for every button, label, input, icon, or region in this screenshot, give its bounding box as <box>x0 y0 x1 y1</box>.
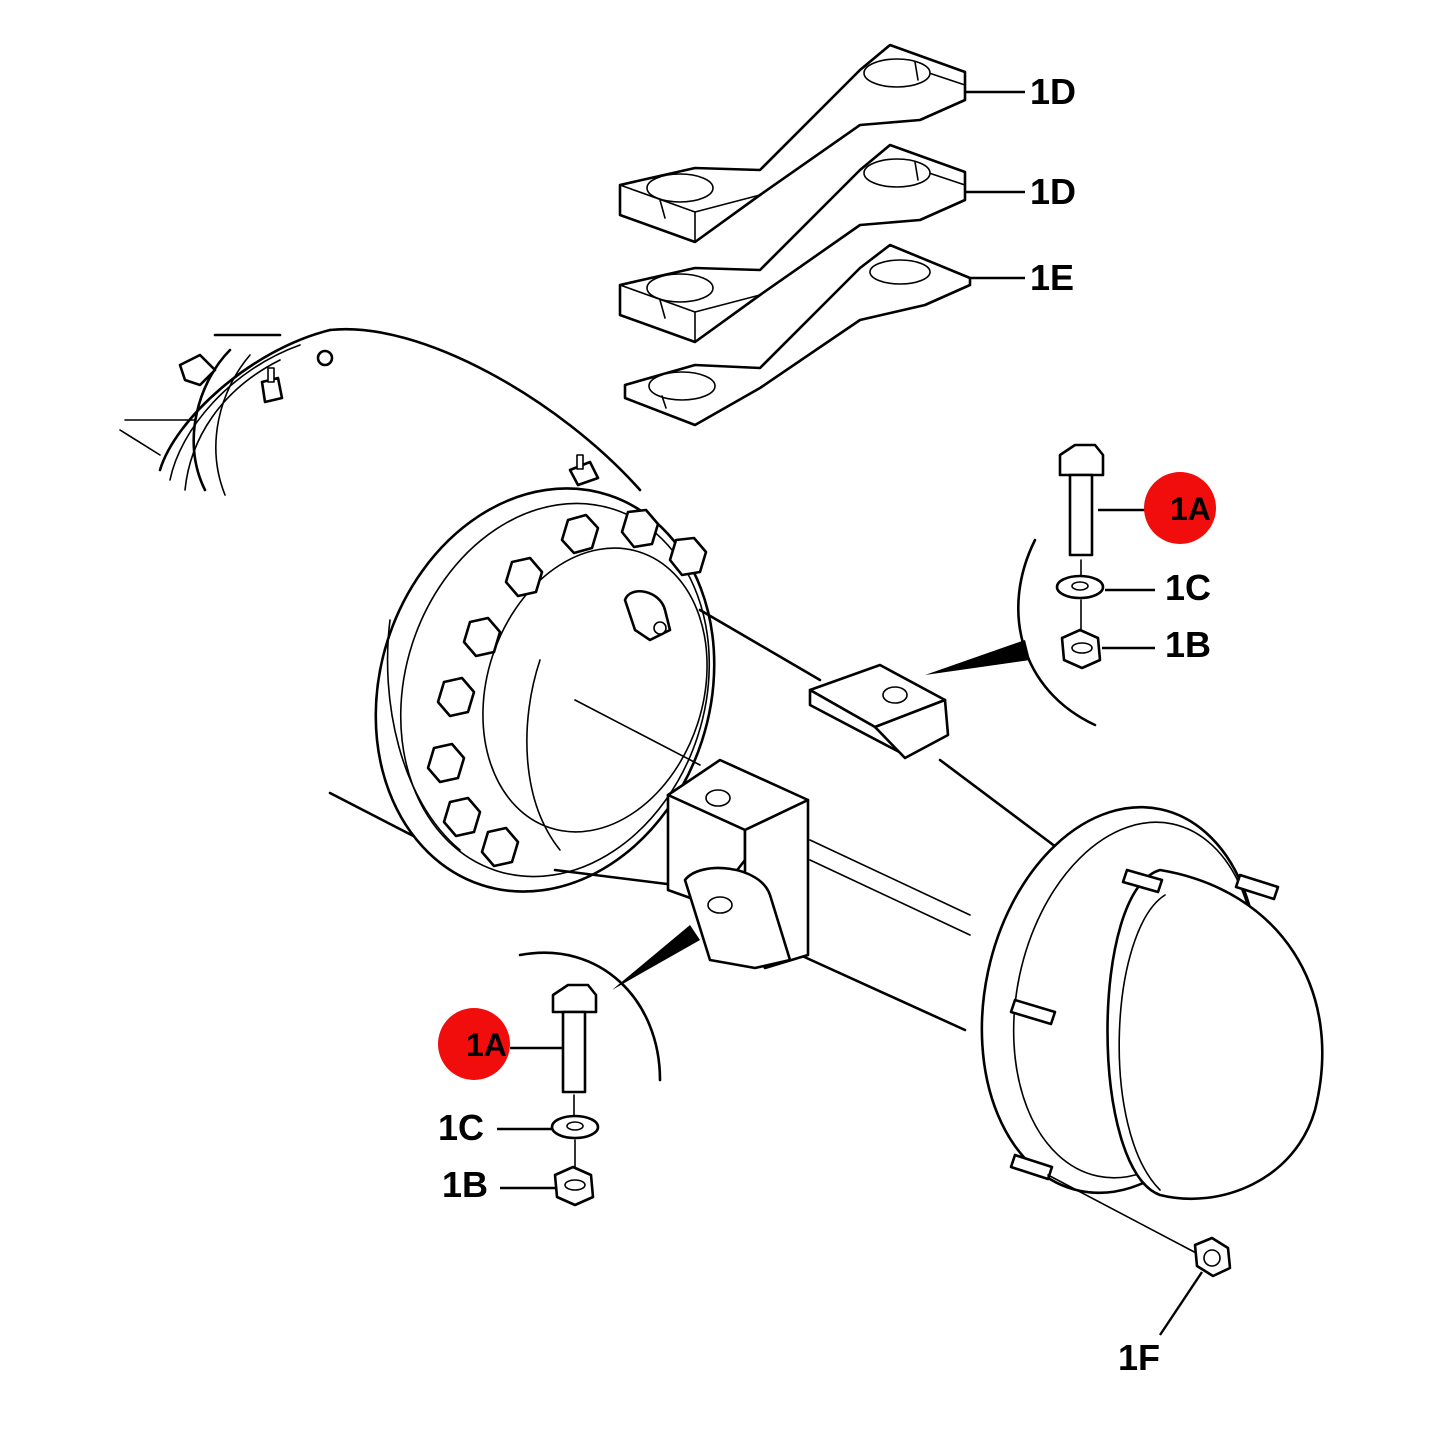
label-shim-plate: 1E <box>1030 257 1074 298</box>
leader-lines <box>497 90 1203 1336</box>
label-link-top: 1D <box>1030 71 1076 112</box>
mounting-pad-lower <box>666 758 810 970</box>
link-middle <box>618 143 967 344</box>
link-top <box>618 43 967 244</box>
label-washer-right: 1C <box>1165 567 1211 608</box>
wheel-hub <box>980 805 1324 1256</box>
mounting-pad-upper <box>808 663 950 760</box>
flange-bolts <box>426 508 708 868</box>
label-nut-right: 1B <box>1165 624 1211 665</box>
highlight-circle-right <box>1144 472 1216 544</box>
detail-left <box>518 925 700 1207</box>
label-bolt-left: 1A <box>466 1027 507 1063</box>
axle-housing <box>119 327 1062 1032</box>
label-nut-left: 1B <box>442 1164 488 1205</box>
highlight-circle-left <box>438 1008 510 1080</box>
wheel-nut <box>1193 1236 1232 1278</box>
label-link-middle: 1D <box>1030 171 1076 212</box>
label-wheel-nut: 1F <box>1118 1337 1160 1378</box>
wheel-studs <box>1009 868 1280 1181</box>
label-bolt-right: 1A <box>1170 491 1211 527</box>
label-washer-left: 1C <box>438 1107 484 1148</box>
detail-right <box>925 443 1105 727</box>
shim-plate <box>623 243 972 427</box>
